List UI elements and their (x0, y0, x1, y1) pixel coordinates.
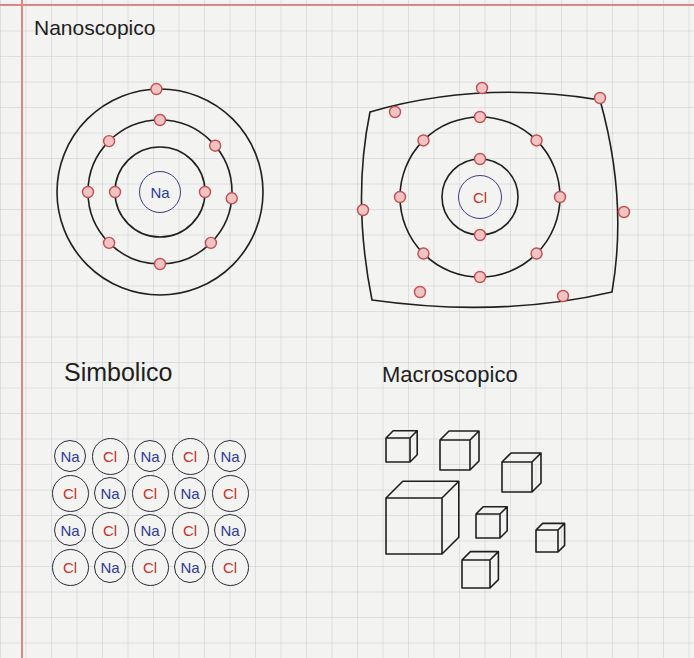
salt-crystal (386, 481, 459, 554)
ion-particle: Cl (132, 475, 169, 512)
electron (200, 187, 211, 198)
electron-shell (115, 147, 205, 237)
element-symbol: Cl (143, 560, 157, 575)
element-symbol: Cl (183, 449, 197, 464)
electron (531, 248, 542, 259)
electron (475, 154, 486, 165)
element-symbol: Na (60, 449, 79, 464)
electron (475, 272, 486, 283)
section-title: Simbolico (64, 358, 172, 387)
ion-particle: Na (94, 551, 126, 583)
element-symbol: Cl (63, 486, 77, 501)
salt-crystal (536, 523, 565, 552)
electron (104, 237, 115, 248)
element-symbol: Cl (63, 560, 77, 575)
electron-shell (57, 89, 263, 295)
salt-crystal (462, 552, 498, 588)
element-symbol: Cl (223, 486, 237, 501)
element-symbol: Na (140, 449, 159, 464)
salt-crystal (386, 431, 417, 462)
ion-particle: Cl (52, 475, 89, 512)
ion-particle: Na (174, 551, 206, 583)
element-symbol: Cl (223, 560, 237, 575)
ion-particle: Cl (52, 549, 89, 586)
ion-particle: Na (134, 440, 166, 472)
electron (395, 192, 406, 203)
ion-particle: Cl (172, 512, 209, 549)
ion-particle: Na (174, 477, 206, 509)
electron (595, 93, 606, 104)
electron (531, 135, 542, 146)
ion-particle: Cl (92, 438, 129, 475)
atom-nucleus: Na (139, 171, 181, 213)
electron (619, 207, 630, 218)
electron-shell (400, 117, 560, 277)
element-symbol: Cl (473, 190, 487, 205)
ion-particle: Cl (212, 475, 249, 512)
element-symbol: Cl (183, 523, 197, 538)
electron (155, 115, 166, 126)
electron-shell (361, 92, 617, 307)
element-symbol: Na (220, 449, 239, 464)
electron (477, 83, 488, 94)
electron-shell (88, 120, 232, 264)
electron (415, 287, 426, 298)
ion-particle: Na (54, 440, 86, 472)
element-symbol: Na (100, 560, 119, 575)
element-symbol: Na (180, 486, 199, 501)
electron (226, 193, 237, 204)
electron-shell (442, 159, 518, 235)
electron (418, 135, 429, 146)
electron (104, 136, 115, 147)
electron (358, 205, 369, 216)
electron (475, 112, 486, 123)
electron (155, 259, 166, 270)
element-symbol: Na (220, 523, 239, 538)
salt-crystal (502, 453, 541, 492)
electron (390, 107, 401, 118)
electron (555, 192, 566, 203)
ion-particle: Cl (132, 549, 169, 586)
ion-particle: Na (94, 477, 126, 509)
element-symbol: Cl (143, 486, 157, 501)
element-symbol: Na (60, 523, 79, 538)
element-symbol: Na (150, 185, 169, 200)
ion-particle: Cl (172, 438, 209, 475)
ion-particle: Cl (212, 549, 249, 586)
ion-particle: Cl (92, 512, 129, 549)
ion-particle: Na (134, 514, 166, 546)
section-title: Nanoscopico (34, 16, 155, 40)
element-symbol: Na (100, 486, 119, 501)
electron (83, 187, 94, 198)
salt-crystal (440, 431, 479, 470)
electron (418, 248, 429, 259)
electron (210, 140, 221, 151)
ion-particle: Na (54, 514, 86, 546)
atom-nucleus: Cl (458, 175, 502, 219)
ion-particle: Na (214, 514, 246, 546)
margin-line (21, 0, 23, 658)
electron (558, 291, 569, 302)
element-symbol: Na (140, 523, 159, 538)
margin-line (0, 4, 694, 6)
ion-particle: Na (214, 440, 246, 472)
element-symbol: Cl (103, 523, 117, 538)
electron (151, 84, 162, 95)
electron (205, 237, 216, 248)
electron (110, 187, 121, 198)
salt-crystal (476, 507, 507, 538)
element-symbol: Na (180, 560, 199, 575)
element-symbol: Cl (103, 449, 117, 464)
electron (475, 230, 486, 241)
section-title: Macroscopico (382, 362, 518, 388)
